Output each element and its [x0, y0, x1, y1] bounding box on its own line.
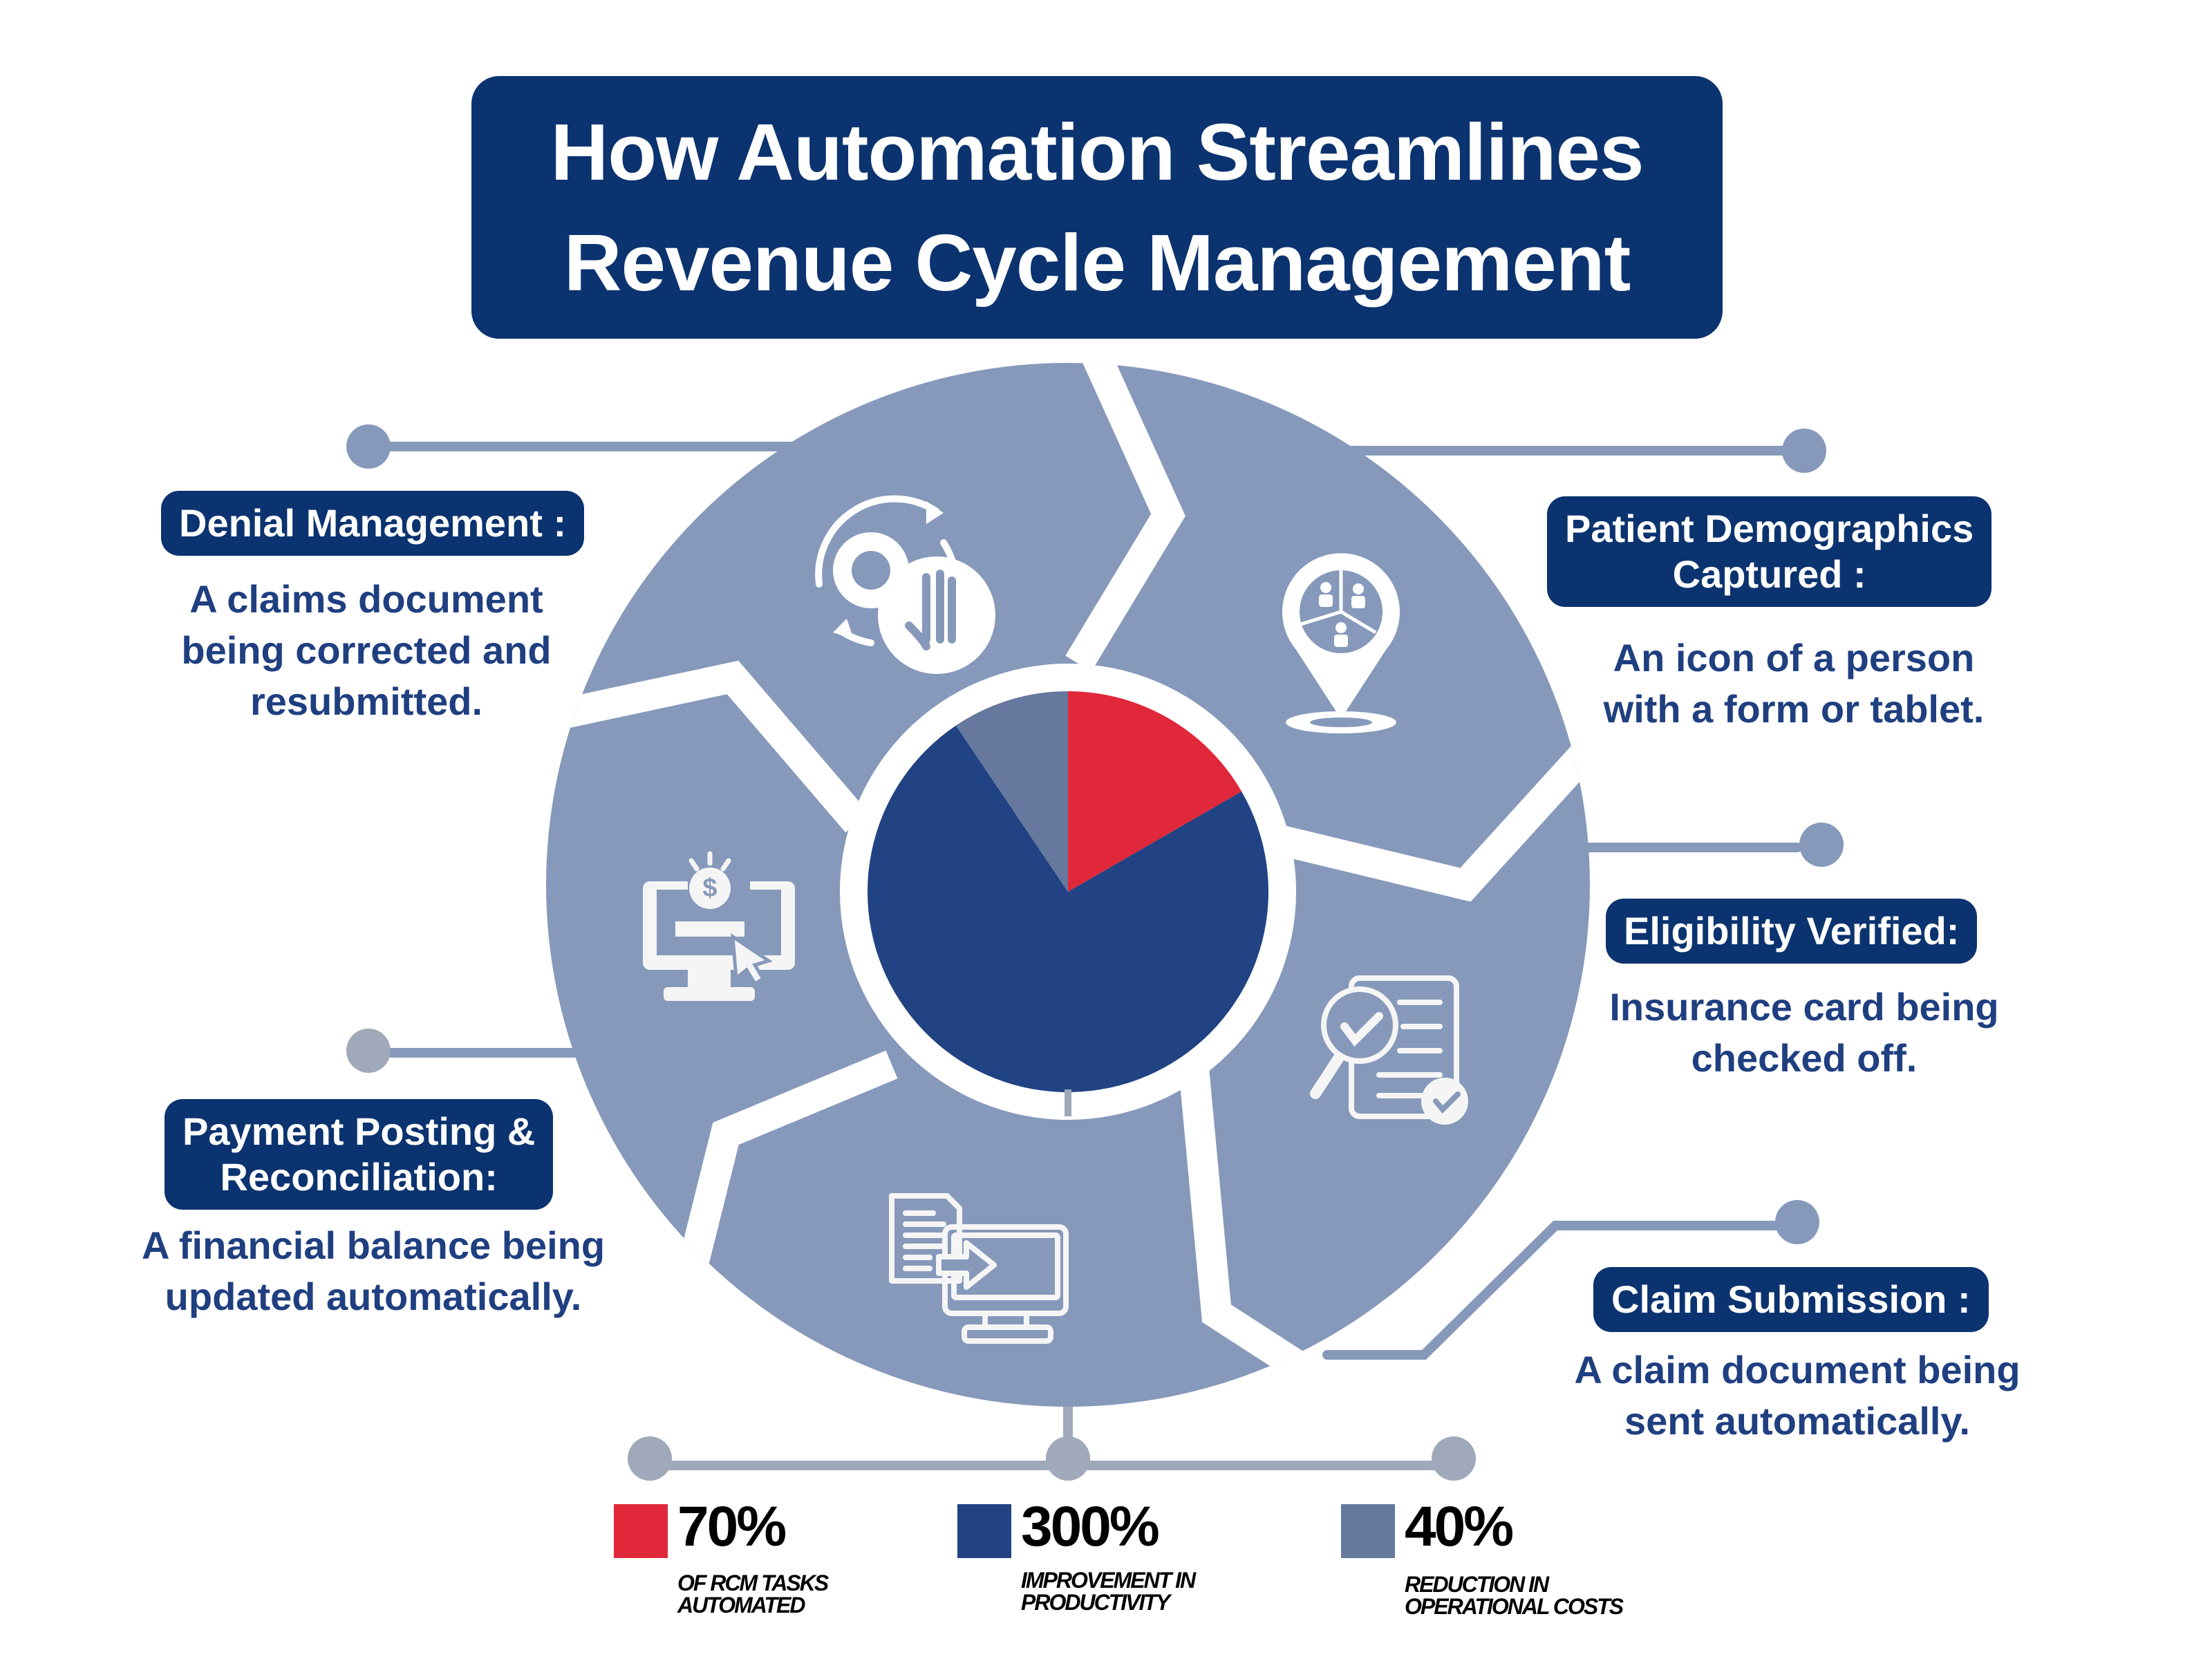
desc-line: Insurance card being [1609, 985, 1999, 1029]
label-line: Payment Posting & [182, 1109, 536, 1153]
connector-dot-claim [1775, 1200, 1819, 1244]
connector-dot-bottom-left [628, 1436, 672, 1481]
label-line: Patient Demographics [1565, 507, 1974, 550]
label-eligibility-verified: Eligibility Verified: [1606, 899, 1978, 964]
separator-right [1261, 722, 1590, 902]
separator-top [1065, 363, 1185, 672]
stat-value: 40% [1405, 1495, 1514, 1558]
desc-line: being corrected and [181, 628, 552, 672]
desc-line: checked off. [1691, 1036, 1918, 1080]
stat-caption: REDUCTION IN OPERATIONAL COSTS [1405, 1572, 1624, 1619]
connector-claim [1322, 1221, 1795, 1360]
desc-patient-demographics: An icon of a person with a form or table… [1569, 632, 2018, 735]
desc-payment-posting: A financial balance being updated automa… [124, 1220, 622, 1322]
stat-caption: OF RCM TASKS AUTOMATED [677, 1571, 829, 1618]
label-denial-management: Denial Management : [161, 491, 585, 556]
caption-line: PRODUCTIVITY [1021, 1590, 1170, 1615]
desc-claim-submission: A claim document being sent automaticall… [1548, 1344, 2046, 1447]
connector-dot-bottom-mid [1046, 1436, 1090, 1481]
gear-hand-icon [815, 495, 995, 674]
label-line: Reconciliation: [220, 1155, 498, 1199]
desc-line: with a form or tablet. [1603, 687, 1985, 731]
connector-dot-denial [346, 424, 391, 469]
document-magnifier-check-icon [1310, 975, 1468, 1125]
caption-line: IMPROVEMENT IN [1021, 1568, 1196, 1593]
title-banner: How Automation Streamlines Revenue Cycle… [471, 76, 1723, 339]
desc-line: A claim document being [1574, 1348, 2021, 1391]
pie-slice-3 [955, 691, 1068, 892]
desc-denial-management: A claims document being corrected and re… [169, 574, 563, 727]
stat-swatch [957, 1504, 1011, 1558]
stat-caption: IMPROVEMENT IN PRODUCTIVITY [1021, 1568, 1196, 1615]
separator-left [546, 660, 869, 833]
stat-value: 70% [677, 1495, 787, 1558]
separator-bottom-left [676, 1050, 898, 1276]
desc-line: updated automatically. [165, 1275, 582, 1318]
desc-line: A financial balance being [141, 1224, 606, 1267]
desc-line: A claims document [189, 577, 543, 621]
stat-swatch [614, 1504, 668, 1558]
title-line-2: Revenue Cycle Management [563, 218, 1631, 308]
caption-line: OPERATIONAL COSTS [1405, 1594, 1624, 1619]
title-line-1: How Automation Streamlines [550, 107, 1644, 197]
caption-line: OF RCM TASKS [677, 1571, 829, 1595]
connector-dot-eligibility [1799, 823, 1844, 867]
connector-dots [346, 424, 1844, 1481]
label-patient-demographics: Patient Demographics Captured : [1547, 496, 1992, 607]
caption-line: AUTOMATED [677, 1593, 805, 1618]
svg-text:$: $ [702, 874, 717, 903]
pie-slice-2 [868, 725, 1269, 1092]
desc-eligibility-verified: Insurance card being checked off. [1590, 982, 2018, 1084]
connector-dot-bottom-right [1432, 1436, 1476, 1481]
connector-dot-payment [346, 1029, 391, 1073]
location-pin-people-icon [1282, 553, 1400, 733]
monitor-dollar-cursor-icon: $ [643, 851, 795, 1001]
desc-line: resubmitted. [250, 679, 483, 723]
label-payment-posting: Payment Posting & Reconciliation: [165, 1099, 554, 1210]
label-line: Captured : [1672, 552, 1866, 596]
stat-value: 300% [1021, 1495, 1160, 1558]
stat-swatch [1341, 1504, 1395, 1558]
caption-line: REDUCTION IN [1405, 1572, 1549, 1597]
desc-line: An icon of a person [1613, 636, 1975, 679]
pie-slice-1 [1068, 691, 1242, 892]
document-to-monitor-icon [889, 1193, 1069, 1344]
connector-dot-patient [1782, 429, 1826, 473]
desc-line: sent automatically. [1624, 1399, 1970, 1443]
pie-chart [868, 691, 1269, 1092]
label-claim-submission: Claim Submission : [1593, 1267, 1989, 1332]
